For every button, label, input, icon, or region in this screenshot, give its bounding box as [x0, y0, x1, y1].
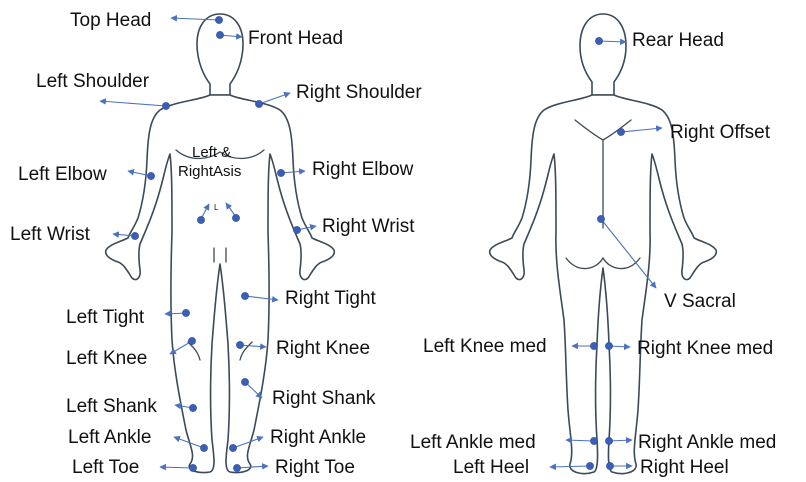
marker-right-shoulder: Right Shoulder [255, 82, 422, 108]
label-right-asis: RightAsis [178, 163, 241, 180]
marker-left-elbow: Left Elbow [18, 164, 155, 185]
label-left-toe: Left Toe [72, 457, 139, 478]
marker-left-shoulder: Left Shoulder [36, 71, 170, 110]
label-right-offset: Right Offset [670, 122, 771, 143]
label-right-shoulder: Right Shoulder [296, 82, 422, 103]
label-right-elbow: Right Elbow [312, 159, 414, 180]
label-left-ankle-med: Left Ankle med [410, 432, 536, 453]
label-right-shank: Right Shank [272, 388, 376, 409]
label-right-knee: Right Knee [276, 338, 370, 359]
marker-right-toe: Right Toe [233, 457, 355, 478]
label-right-tight: Right Tight [285, 288, 377, 309]
label-left-wrist: Left Wrist [10, 224, 91, 245]
label-right-ankle-med: Right Ankle med [638, 432, 776, 453]
label-rear-head: Rear Head [632, 30, 724, 51]
label-left-knee-med: Left Knee med [423, 336, 547, 357]
marker-left-shank: Left Shank [66, 396, 197, 417]
label-right-heel: Right Heel [640, 457, 729, 478]
label-right-wrist: Right Wrist [322, 216, 415, 237]
label-left-shoulder: Left Shoulder [36, 71, 150, 92]
label-left-shank: Left Shank [66, 396, 157, 417]
marker-right-elbow: Right Elbow [277, 159, 413, 180]
label-left-heel: Left Heel [453, 457, 529, 478]
label-left-ankle: Left Ankle [68, 427, 151, 448]
label-front-head: Front Head [248, 28, 343, 49]
label-left-elbow: Left Elbow [18, 164, 107, 185]
label-right-knee-med: Right Knee med [637, 338, 773, 359]
marker-left-ankle-med: Left Ankle med [410, 432, 598, 453]
label-top-head: Top Head [70, 10, 151, 31]
label-right-toe: Right Toe [275, 457, 355, 478]
label-left-knee: Left Knee [66, 348, 147, 369]
label-asis-mark: L [214, 203, 219, 212]
marker-right-wrist: Right Wrist [293, 216, 415, 237]
label-right-ankle: Right Ankle [270, 427, 366, 448]
label-v-sacral: V Sacral [664, 291, 736, 312]
marker-left-toe: Left Toe [72, 457, 197, 478]
label-left-tight: Left Tight [66, 307, 145, 328]
rear-body-outline [490, 14, 717, 474]
label-left-and: Left & [192, 144, 231, 161]
